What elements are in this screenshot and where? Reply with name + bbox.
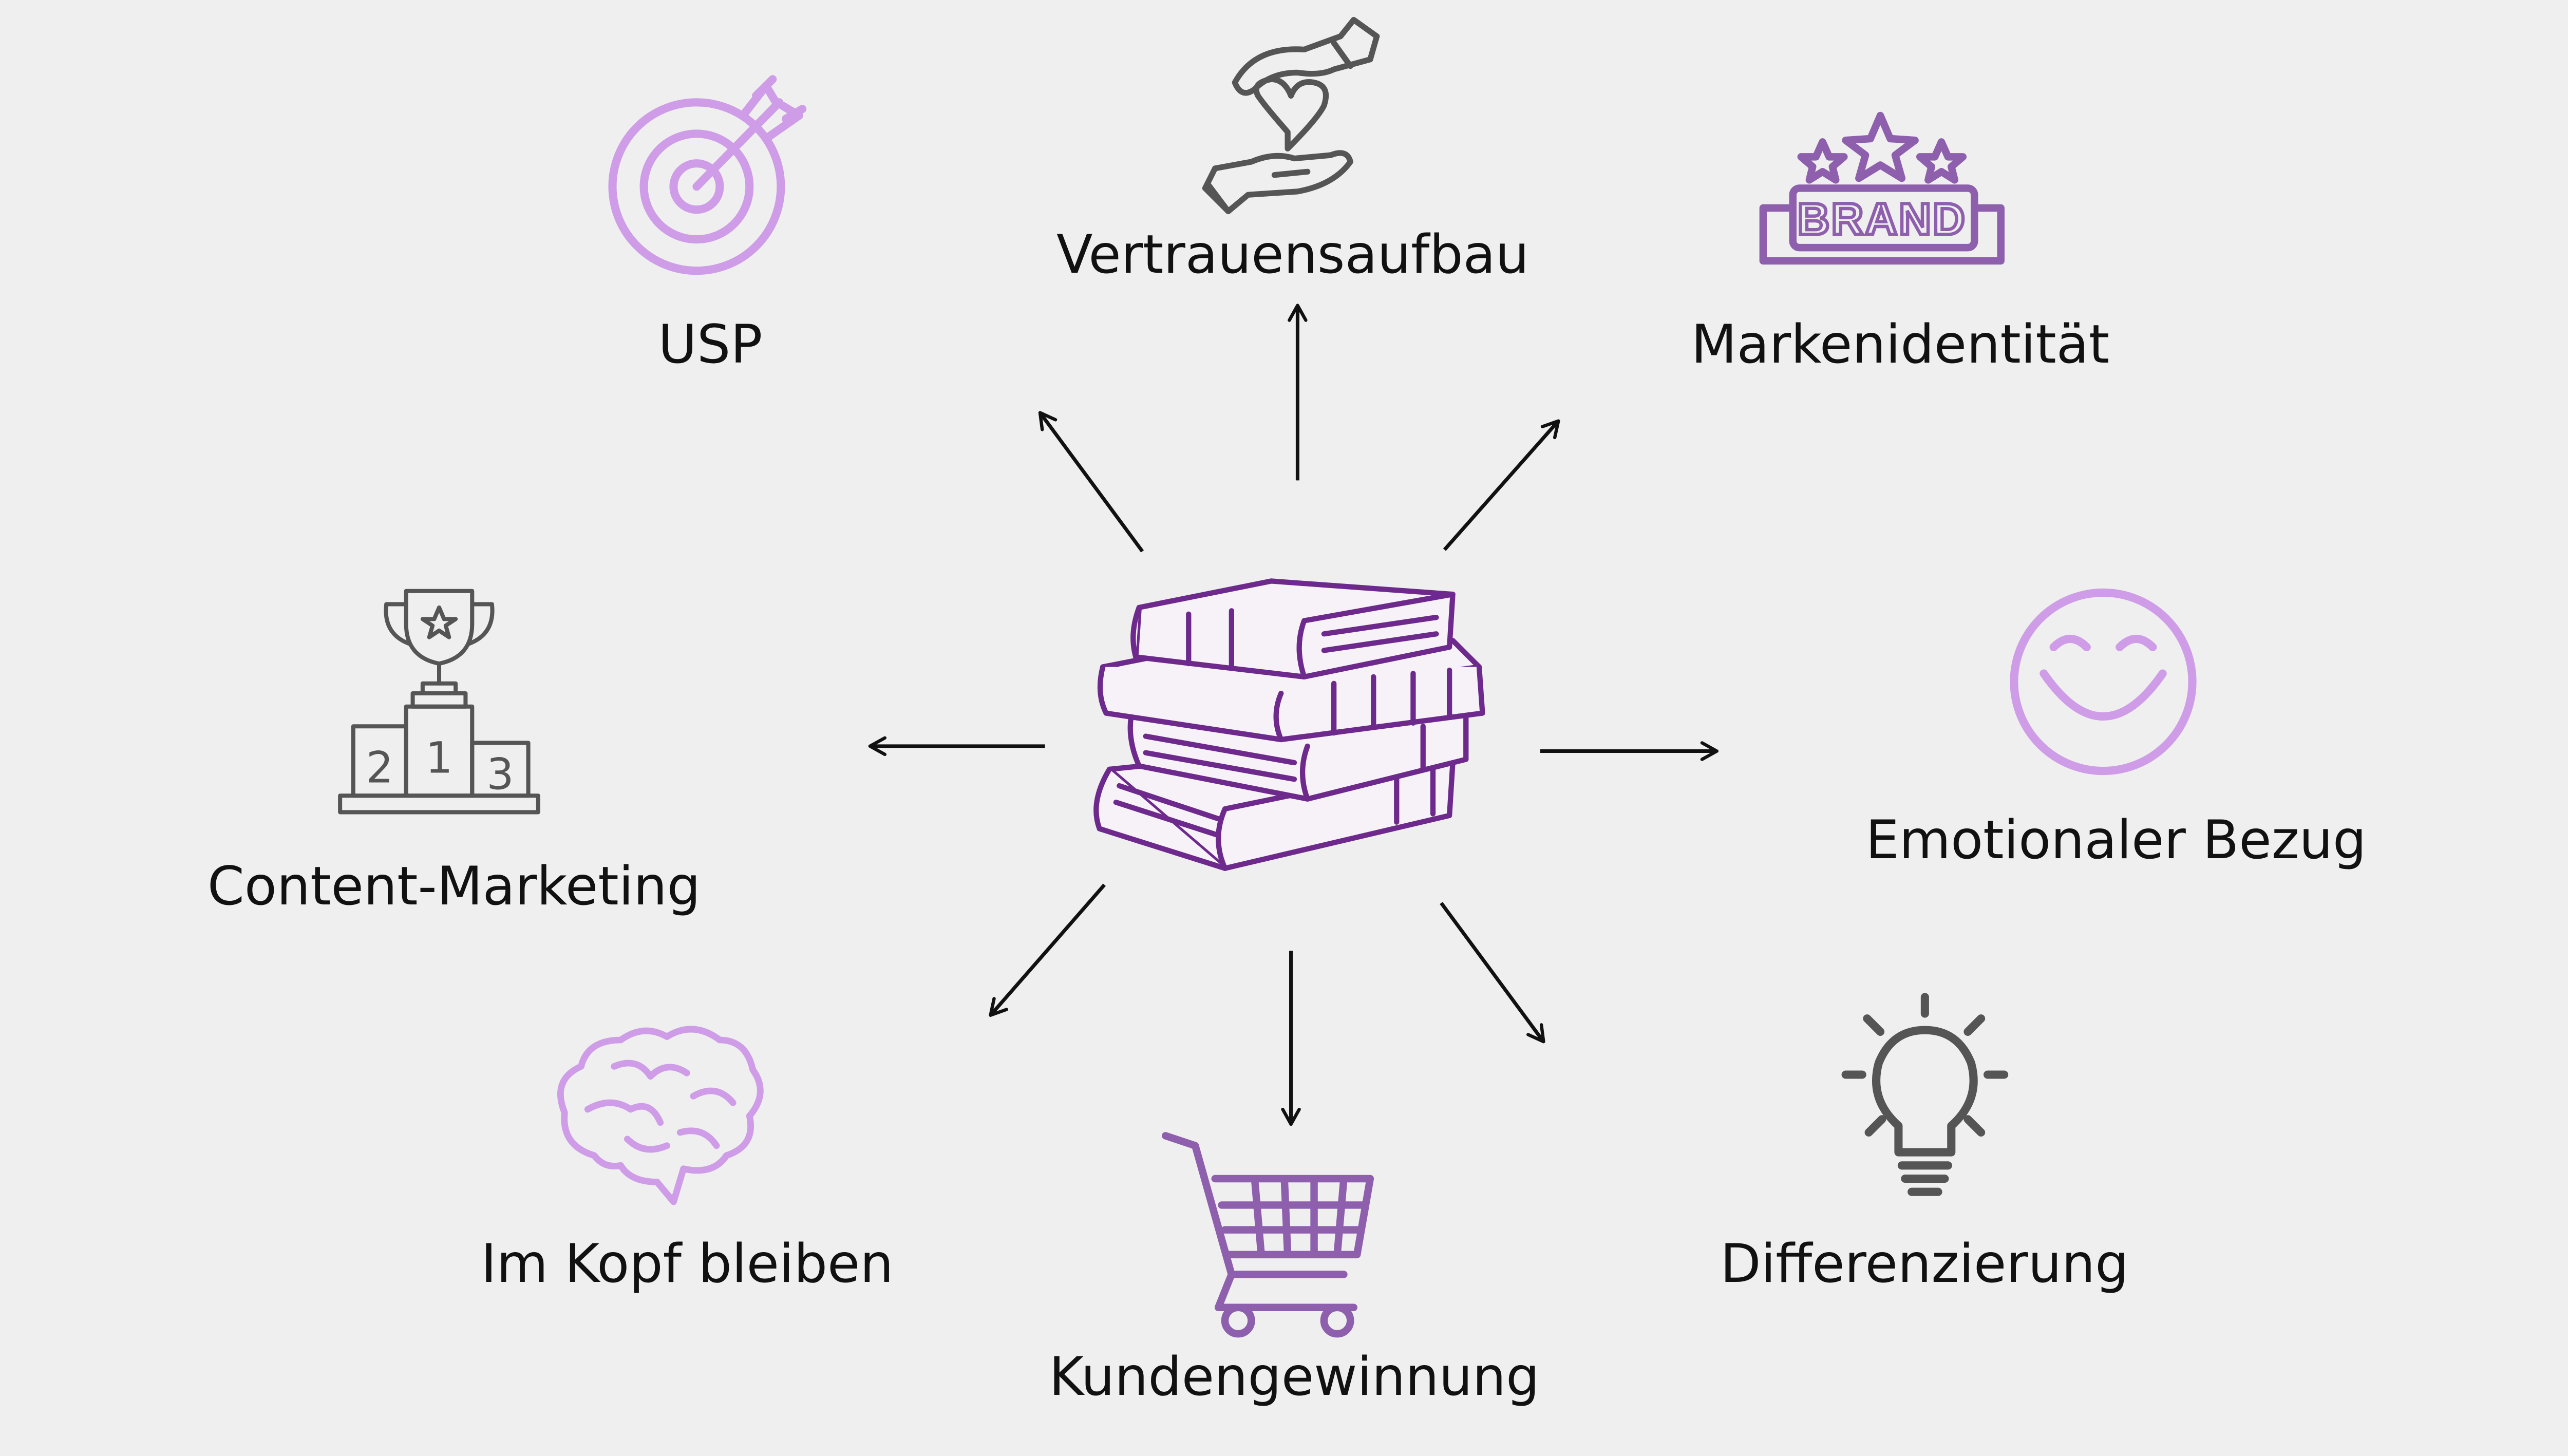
label-im-kopf-bleiben: Im Kopf bleiben xyxy=(481,1233,894,1295)
podium-number-first: 1 xyxy=(425,732,452,783)
podium-number-second: 2 xyxy=(366,743,393,793)
arrow-to-usp xyxy=(1038,411,1144,553)
label-kundengewinnung: Kundengewinnung xyxy=(1049,1346,1540,1408)
label-differenzierung: Differenzierung xyxy=(1720,1233,2129,1295)
label-usp: USP xyxy=(658,314,763,375)
podium-number-third: 3 xyxy=(486,749,514,799)
brand-sign-text: BRAND xyxy=(1798,194,1967,244)
book-stack-icon xyxy=(1093,578,1485,871)
smiley-icon xyxy=(2010,588,2197,776)
arrow-to-im-kopf-bleiben xyxy=(989,883,1106,1017)
label-content-marketing: Content-Marketing xyxy=(207,856,701,917)
arrow-to-markenidentitaet xyxy=(1443,419,1560,551)
trophy-podium-icon xyxy=(338,589,540,815)
lightbulb-icon xyxy=(1841,993,2009,1196)
arrows xyxy=(868,304,1719,1126)
hands-heart-icon xyxy=(1202,16,1380,215)
label-markenidentitaet: Markenidentität xyxy=(1691,314,2110,375)
brand-stars-icon xyxy=(1759,111,2005,265)
label-vertrauensaufbau: Vertrauensaufbau xyxy=(1056,224,1530,286)
brain-icon xyxy=(557,1026,764,1205)
arrow-to-differenzierung xyxy=(1440,902,1545,1044)
label-emotionaler-bezug: Emotionaler Bezug xyxy=(1865,809,2367,871)
shopping-cart-icon xyxy=(1162,1132,1374,1338)
target-arrow-icon xyxy=(608,75,807,275)
